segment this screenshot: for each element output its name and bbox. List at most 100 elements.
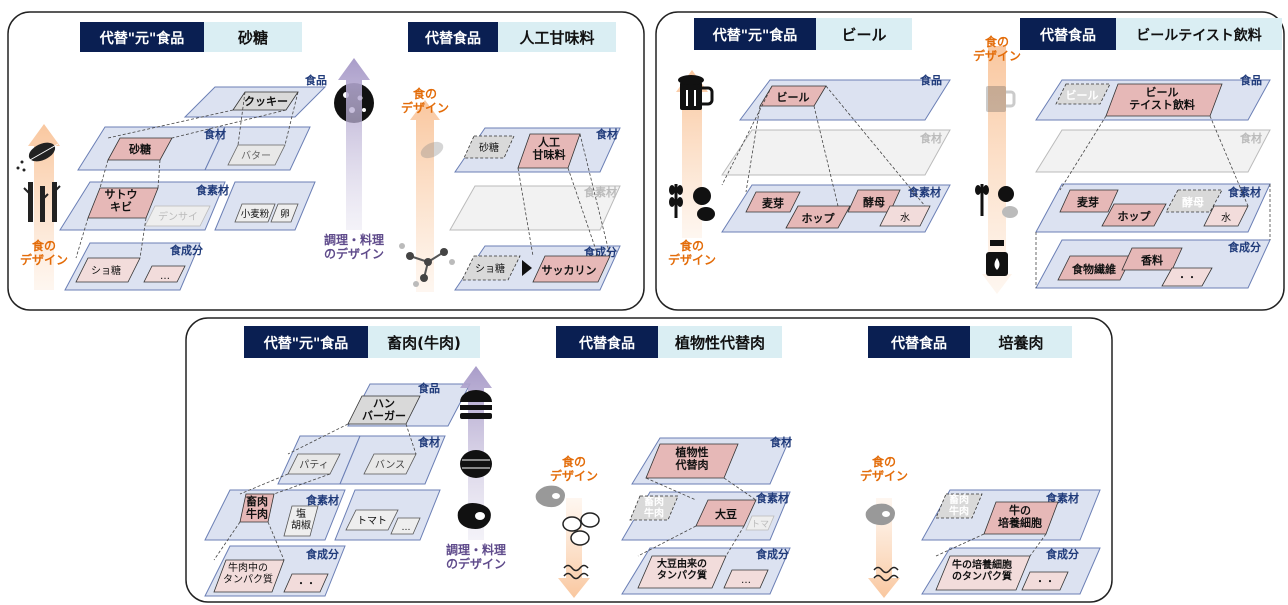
box-beer-taste-label: ビールテイスト飲料 [1129,85,1195,112]
steak-gray-icon-2 [865,503,895,526]
box-beef-protein-label: 牛肉中のタンパク質 [223,561,273,586]
taste-plane-ingredient [1035,129,1271,173]
box-plant-other [745,515,775,531]
box-soy-protein [637,555,727,589]
header-plant-label: 代替食品 [578,335,635,352]
beer-layer-ingredient: 食材 [920,131,942,145]
meat-layer-ingredient: 食材 [418,435,440,449]
sugar-layer-ingredient: 食材 [204,127,226,141]
taste-layer-food: 食品 [1240,73,1262,87]
box-taste-water [1203,205,1249,227]
steak-gray-icon [535,485,565,508]
box-beef-protein [213,559,285,593]
box-sweet-sugar-label: 砂糖 [479,141,499,154]
box-butter-label: バター [241,150,271,162]
box-taste-more [1161,267,1213,287]
sugar-connectors [75,91,299,259]
molecule-icon [399,243,455,287]
box-malt [745,191,801,213]
box-burger-label: ハンバーガー [362,397,406,423]
box-buns-label: バンス [375,459,405,471]
box-saccharin-label: サッカリン [542,264,597,277]
box-flour-label: 小麦粉 [241,208,270,220]
box-plant-other-label: トマ [751,520,769,530]
sugarcane-icon [23,182,61,222]
box-cookie-label: クッキー [244,95,288,108]
meat-cooking-label: 調理・料理のデザイン [446,542,506,571]
header-beer-taste: 代替食品 ビールテイスト飲料 [1020,18,1282,50]
taste-layer-element: 食素材 [1228,185,1261,199]
box-meat-label: 畜肉牛肉 [246,494,268,521]
leaf-icon [16,142,59,172]
box-plant-origmeat-label: 畜肉牛肉 [644,495,664,520]
play-triangle-icon [522,260,532,276]
box-cultured-origmeat-label: 畜肉牛肉 [949,493,969,518]
meat-layer-element: 食素材 [306,493,339,507]
box-taste-more-label: ・・ [1177,273,1197,284]
panel-meat-border [185,317,1113,603]
header-sweetener-title: 人工甘味料 [519,29,594,47]
box-meat-more [390,517,421,535]
cultured-connectors [935,533,1047,557]
box-taste-yeast [1165,189,1223,213]
box-sweet-sucrose [461,255,521,281]
box-fiber-label: 食物繊維 [1072,262,1116,276]
box-meat-more-label: … [402,523,411,533]
box-butter [227,144,286,166]
box-sucrose [75,257,141,283]
box-sugar-more [143,265,186,283]
header-cultured: 代替食品 培養肉 [868,326,1072,358]
plant-design-arrow [558,498,590,598]
box-cell-protein-label: 牛の培養細胞のタンパク質 [952,558,1012,583]
box-egg-label: 卵 [280,209,290,220]
box-soy-protein-label: 大豆由来のタンパク質 [657,557,707,582]
beer-taste-design-arrow [982,46,1012,294]
box-cells-label: 牛の培養細胞 [998,503,1042,530]
box-cultured-origmeat [935,493,983,519]
box-soy-more-label: … [741,575,751,586]
sweetener-design-arrow [410,100,440,292]
patty-icon [460,450,492,478]
header-beer: 代替"元"食品 ビール [694,18,912,50]
beer-connectors [721,85,926,207]
box-sugar-label: 砂糖 [129,142,151,156]
box-taste-beer [1055,83,1111,105]
box-protein-more [283,573,329,593]
header-sweetener-label: 代替食品 [424,30,481,47]
box-fiber [1057,255,1133,281]
taste-connectors [1035,115,1271,288]
sweetener-connectors [517,133,611,257]
wheat-hop-gray-icon [975,184,1018,218]
header-cultured-label: 代替食品 [890,335,947,352]
box-sugar-more-label: … [160,271,170,282]
box-soy-label: 大豆 [715,507,737,521]
box-salt [283,505,319,537]
wheat-hop-icon [669,184,715,221]
box-taste-malt-label: 麦芽 [1077,195,1099,209]
box-plant-meat-label: 植物性代替肉 [675,445,709,472]
plant-layer-component: 食成分 [756,547,789,561]
header-plant: 代替食品 植物性代替肉 [556,326,782,358]
box-taste-hop [1101,203,1167,227]
plant-connectors [637,477,757,557]
box-tomato [345,509,399,531]
header-beer-title: ビール [841,26,886,44]
box-taste-beer-label: ビール [1066,88,1099,102]
sweetener-layer-ingredient: 食材 [596,127,618,141]
meat-connectors [213,423,417,561]
box-cell-more-label: ・・ [1035,577,1055,588]
box-sweetener-label: 人工甘味料 [533,135,566,162]
box-flavor-label: 香料 [1140,253,1163,267]
meat-layer-component: 食成分 [306,547,339,561]
protein-helix-icon-2 [873,566,899,582]
box-protein-more-label: ・・ [296,579,316,590]
box-tomato-label: トマト [357,516,387,527]
plant-design-label: 食のデザイン [550,454,598,483]
box-cell-more [1021,571,1069,591]
steak-icon [457,503,491,529]
box-egg [270,203,299,223]
header-beer-taste-label: 代替食品 [1039,27,1096,44]
box-starch-label: デンサイ [158,210,198,223]
beer-layer-food: 食品 [920,73,942,87]
box-sucrose-label: ショ糖 [91,264,121,277]
